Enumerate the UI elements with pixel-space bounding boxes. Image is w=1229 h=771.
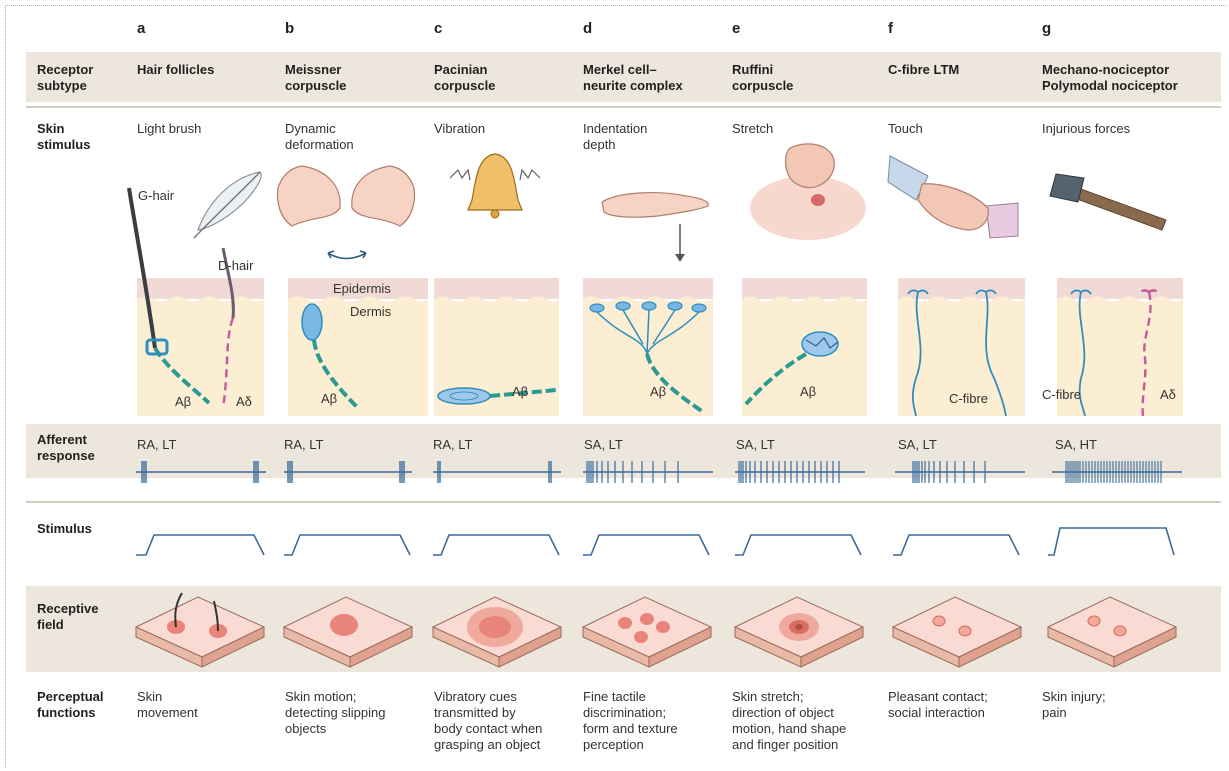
stimulus-stretch: Stretch — [732, 121, 773, 137]
receptive-field-f — [893, 597, 1023, 667]
stimulus-trace-c — [433, 529, 563, 559]
bell-icon — [440, 148, 550, 228]
d-hair-label: D-hair — [218, 258, 253, 273]
perceptual-text-f: Pleasant contact;social interaction — [888, 689, 988, 721]
receptor-merkel: Merkel cell–neurite complex — [583, 62, 683, 94]
spike-train-g — [1052, 459, 1182, 485]
response-label: SA, HT — [1055, 437, 1097, 452]
skin-block-c — [434, 278, 559, 416]
column-letter: a — [137, 20, 145, 37]
response-label: SA, LT — [584, 437, 623, 452]
column-letter: d — [583, 20, 592, 37]
spike-train-a — [136, 459, 266, 485]
hammer-icon — [1038, 168, 1178, 238]
response-label: SA, LT — [736, 437, 775, 452]
a-delta-label: Aδ — [1160, 387, 1176, 402]
stimulus-trace-e — [735, 529, 865, 559]
receptive-field-b — [284, 597, 414, 667]
column-letter: b — [285, 20, 294, 37]
a-beta-label: Aβ — [175, 394, 191, 409]
stimulus-light-brush: Light brush — [137, 121, 201, 137]
pressing-hand-icon — [598, 182, 713, 267]
hands-icon — [272, 158, 422, 263]
receptive-field-e — [735, 597, 865, 667]
g-hair-label: G-hair — [138, 188, 174, 203]
a-beta-label: Aβ — [512, 384, 528, 399]
a-delta-label: Aδ — [236, 394, 252, 409]
stimulus-trace-b — [284, 529, 414, 559]
response-label: RA, LT — [433, 437, 473, 452]
response-label: RA, LT — [284, 437, 324, 452]
c-fibre-label: C-fibre — [1042, 387, 1081, 402]
receptive-field-d — [583, 597, 713, 667]
epidermis-label: Epidermis — [333, 281, 391, 296]
spike-train-c — [433, 459, 561, 485]
stimulus-injurious-forces: Injurious forces — [1042, 121, 1130, 137]
skin-block-d — [583, 278, 713, 416]
handshake-icon — [886, 148, 1021, 243]
column-letter: g — [1042, 20, 1051, 37]
stimulus-touch: Touch — [888, 121, 923, 137]
a-beta-label: Aβ — [650, 384, 666, 399]
response-label: SA, LT — [898, 437, 937, 452]
spike-train-f — [895, 459, 1025, 485]
column-letter: e — [732, 20, 740, 37]
skin-block-b — [288, 278, 428, 416]
perceptual-text-g: Skin injury;pain — [1042, 689, 1106, 721]
row-label-stimulus: Stimulus — [37, 521, 92, 537]
stimulus-trace-g — [1048, 524, 1183, 559]
receptor-c-fibre-ltm: C-fibre LTM — [888, 62, 959, 78]
spike-train-e — [735, 459, 865, 485]
row-divider — [26, 501, 1221, 503]
stimulus-trace-a — [136, 529, 266, 559]
spike-train-b — [284, 459, 412, 485]
row-divider — [26, 106, 1221, 108]
column-letter: f — [888, 20, 893, 37]
spike-train-d — [583, 459, 713, 485]
receptive-field-a — [136, 597, 266, 667]
pinching-hand-icon — [748, 138, 868, 243]
response-label: RA, LT — [137, 437, 177, 452]
c-fibre-label: C-fibre — [949, 391, 988, 406]
feather-icon — [190, 168, 270, 248]
receptive-field-c — [433, 597, 563, 667]
receptor-hair-follicles: Hair follicles — [137, 62, 214, 78]
a-beta-label: Aβ — [800, 384, 816, 399]
column-letter: c — [434, 20, 442, 37]
dermis-label: Dermis — [350, 304, 391, 319]
stimulus-trace-f — [893, 529, 1023, 559]
stimulus-vibration: Vibration — [434, 121, 485, 137]
stimulus-trace-d — [583, 529, 713, 559]
a-beta-label: Aβ — [321, 391, 337, 406]
receptive-field-g — [1048, 597, 1178, 667]
